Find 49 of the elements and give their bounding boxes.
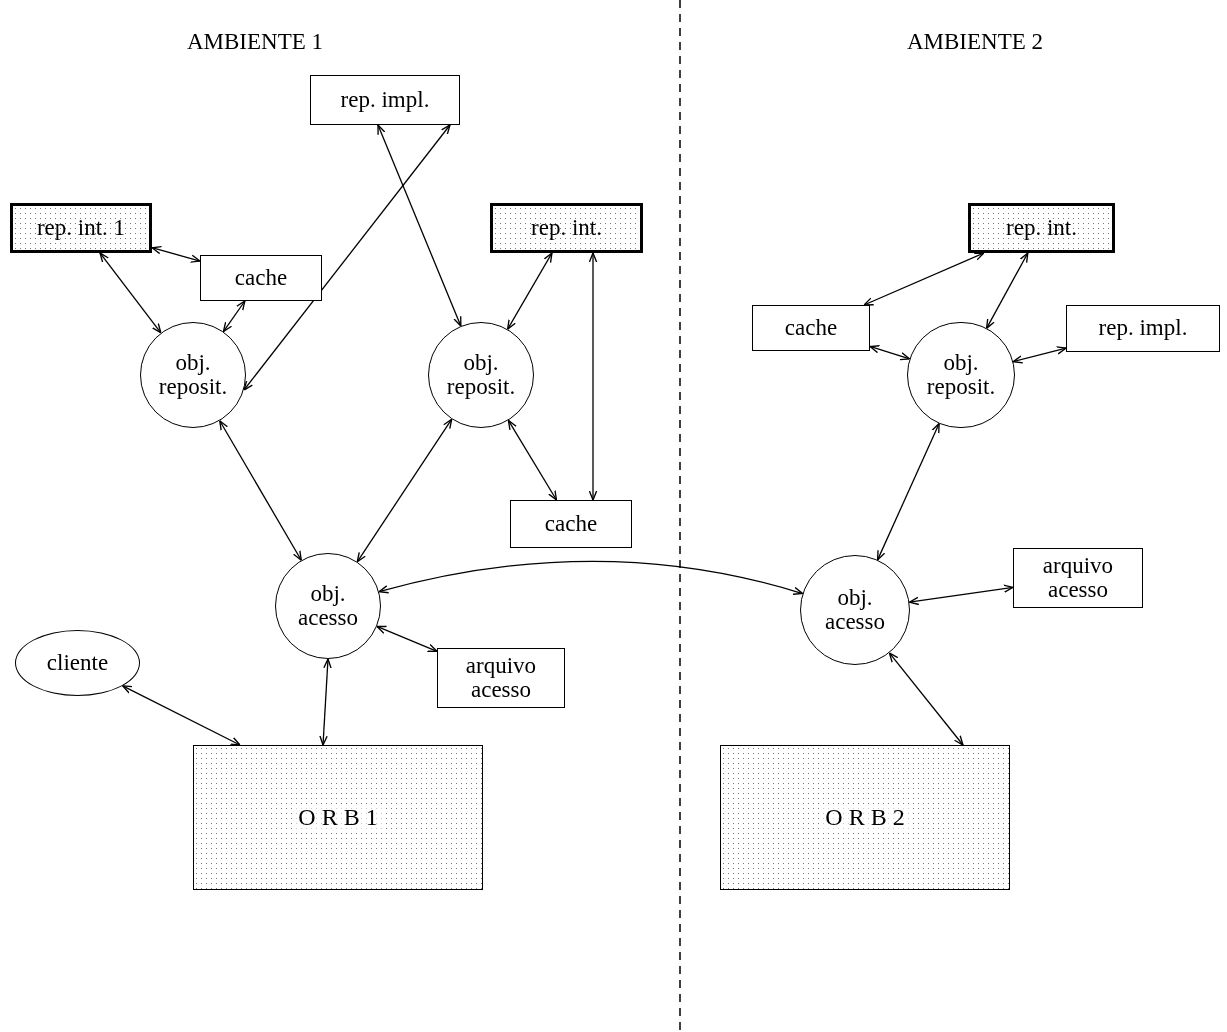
- double-arrow: [869, 345, 911, 361]
- section-heading: AMBIENTE 2: [905, 30, 1045, 53]
- double-arrow: [377, 124, 462, 327]
- node-label: obj. acesso: [824, 585, 886, 635]
- process-box: [200, 255, 322, 301]
- shaded-box: [490, 203, 643, 253]
- double-arrow: [219, 420, 302, 561]
- double-arrow: [356, 418, 453, 563]
- shaded-box: [193, 745, 483, 890]
- double-arrow: [863, 252, 985, 306]
- process-box: [437, 648, 565, 708]
- process-box: [752, 305, 870, 351]
- node-label: cache: [233, 265, 289, 291]
- node-label: rep. int.: [1005, 215, 1078, 241]
- double-arrow: [243, 124, 451, 391]
- node-label: rep. int.: [530, 215, 603, 241]
- node-label: cliente: [45, 650, 110, 676]
- node-label: rep. int. 1: [35, 215, 127, 241]
- node-label: obj. reposit.: [925, 350, 997, 400]
- double-arrow: [151, 246, 201, 263]
- section-heading: AMBIENTE 1: [185, 30, 325, 53]
- double-arrow: [888, 652, 964, 746]
- double-arrow: [222, 300, 246, 333]
- double-arrow: [376, 625, 438, 653]
- node-label: arquivo acesso: [464, 653, 538, 703]
- node-label: obj. reposit.: [157, 350, 229, 400]
- process-box: [510, 500, 632, 548]
- double-arrow: [507, 419, 558, 501]
- process-box: [1013, 548, 1143, 608]
- node-label: cache: [543, 511, 599, 537]
- double-arrow: [99, 252, 162, 334]
- shaded-box: [968, 203, 1115, 253]
- shaded-box: [720, 745, 1010, 890]
- node-label: obj. acesso: [297, 581, 359, 631]
- double-arrow: [319, 658, 332, 746]
- double-arrow: [876, 422, 940, 561]
- node-label: cache: [783, 315, 839, 341]
- double-arrow: [588, 252, 598, 501]
- shaded-box: [10, 203, 152, 253]
- node-label: arquivo acesso: [1041, 553, 1115, 603]
- node-label: rep. impl.: [1097, 316, 1189, 341]
- node-label: obj. reposit.: [445, 350, 517, 400]
- process-box: [310, 75, 460, 125]
- double-arrow: [122, 685, 241, 746]
- process-box: [1066, 305, 1220, 352]
- double-arrow: [908, 584, 1014, 606]
- double-arrow: [985, 252, 1029, 329]
- double-arrow: [506, 252, 553, 330]
- node-label: rep. impl.: [339, 87, 431, 113]
